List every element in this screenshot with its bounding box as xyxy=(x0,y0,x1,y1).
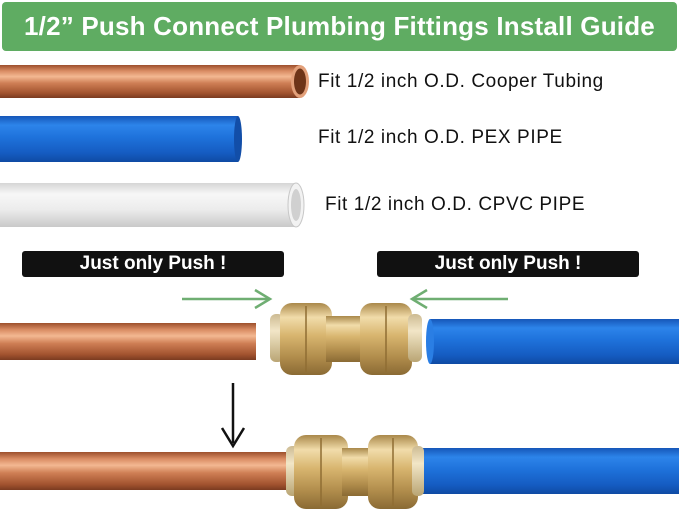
title-banner: 1/2” Push Connect Plumbing Fittings Inst… xyxy=(2,2,677,51)
copper-pipe-before xyxy=(0,323,256,360)
instruction-left: Just only Push ! xyxy=(22,251,284,277)
cpvc-pipe-sample xyxy=(0,182,305,228)
page-title: 1/2” Push Connect Plumbing Fittings Inst… xyxy=(24,11,655,41)
push-fitting-before xyxy=(270,303,422,375)
pex-pipe-before xyxy=(426,319,679,364)
cpvc-pipe-label: Fit 1/2 inch O.D. CPVC PIPE xyxy=(325,194,586,215)
copper-tubing-label: Fit 1/2 inch O.D. Cooper Tubing xyxy=(318,71,604,92)
down-arrow-icon xyxy=(220,383,246,449)
assembled-connection xyxy=(0,435,679,509)
pex-pipe-sample xyxy=(0,116,242,162)
push-arrow-left-icon xyxy=(409,288,508,310)
pex-pipe-label: Fit 1/2 inch O.D. PEX PIPE xyxy=(318,127,563,148)
copper-tube-sample xyxy=(0,65,309,98)
instruction-right: Just only Push ! xyxy=(377,251,639,277)
push-arrow-right-icon xyxy=(182,288,273,310)
